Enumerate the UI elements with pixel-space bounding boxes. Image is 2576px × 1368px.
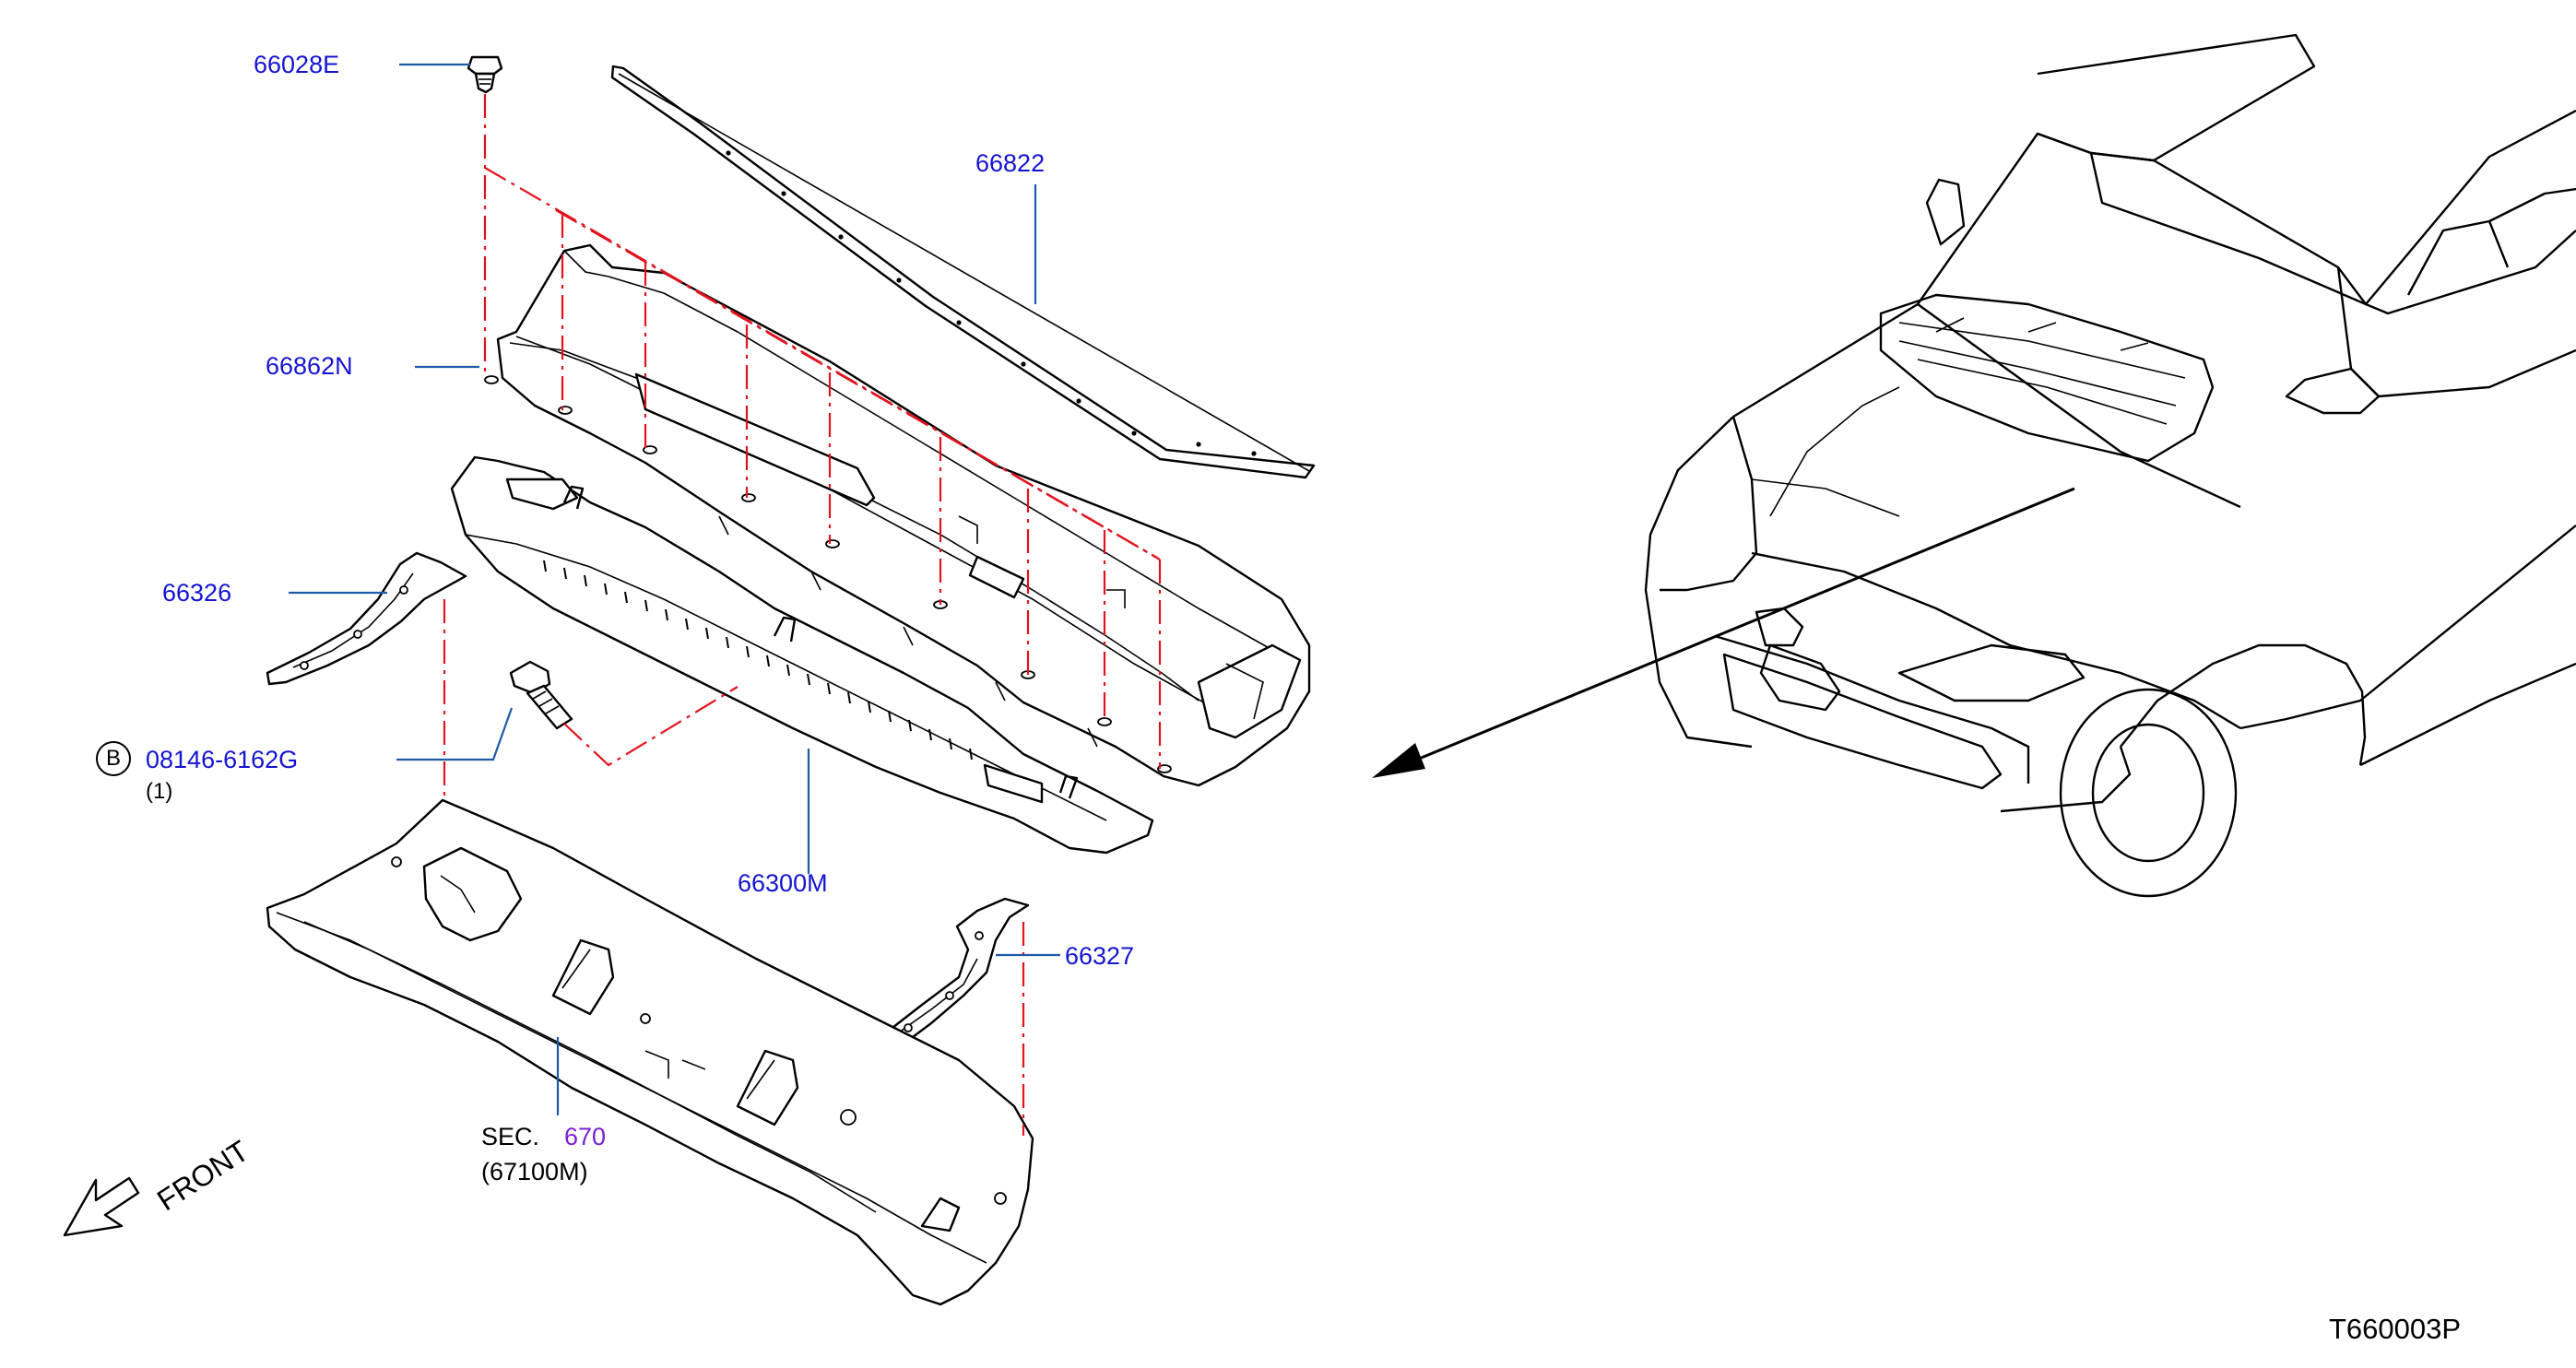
part-label-08146-6162g: 08146-6162G (146, 746, 299, 773)
bolt-icon (509, 660, 573, 730)
phantom-lines (443, 94, 1162, 1136)
part-label-66300m: 66300M (738, 869, 828, 897)
section-number: 670 (564, 1123, 607, 1150)
bolt-circle-b-icon: B (96, 741, 131, 776)
part-label-66326: 66326 (162, 579, 232, 607)
reference-code: T660003P (2329, 1313, 2462, 1345)
part-quantity: (1) (146, 779, 173, 804)
section-label: SEC. (481, 1123, 540, 1150)
cowl-top-66862n (484, 243, 1311, 787)
part-label-66822: 66822 (975, 149, 1046, 177)
location-arrow (1372, 487, 2075, 778)
cowl-top-extension-66300m (450, 455, 1154, 855)
bracket-66326 (266, 551, 467, 686)
clip-icon (467, 55, 503, 94)
weatherstrip-66822 (610, 65, 1316, 479)
vehicle-illustration (1644, 33, 2576, 898)
section-part-number: (67100M) (481, 1158, 588, 1185)
dash-panel-67100m (266, 798, 1034, 1306)
leader-lines (289, 63, 1060, 1115)
bracket-66327 (879, 897, 1030, 1053)
front-arrow-icon (63, 1176, 140, 1237)
part-label-66327: 66327 (1065, 942, 1135, 970)
part-label-66862n: 66862N (266, 352, 353, 380)
part-label-66028e: 66028E (254, 51, 340, 78)
